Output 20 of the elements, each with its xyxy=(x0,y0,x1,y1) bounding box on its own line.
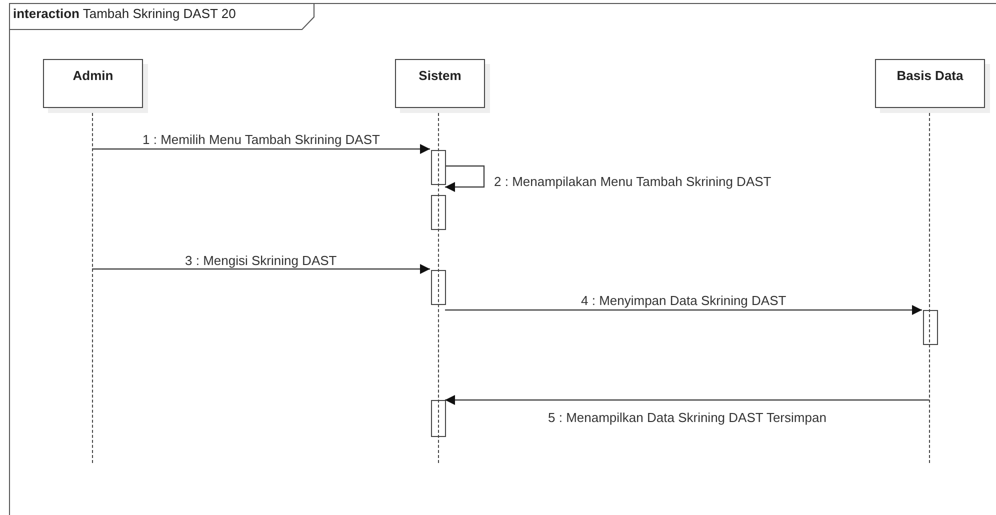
message-arrow xyxy=(445,395,929,405)
frame-title: interaction Tambah Skrining DAST 20 xyxy=(12,5,237,23)
message-label: 3 : Mengisi Skrining DAST xyxy=(183,252,339,268)
activation-bar xyxy=(431,195,446,230)
message-arrow xyxy=(445,165,485,192)
message-arrow xyxy=(92,264,430,274)
activation-bar xyxy=(431,270,446,305)
message-label: 2 : Menampilakan Menu Tambah Skrining DAST xyxy=(492,174,774,188)
activation-bar xyxy=(431,150,446,185)
message-label: 5 : Menampilkan Data Skrining DAST Tersimpan xyxy=(546,410,828,424)
message-label: 1 : Memilih Menu Tambah Skrining DAST xyxy=(140,132,382,146)
interaction-frame xyxy=(9,3,996,515)
message-arrow xyxy=(92,144,430,154)
lifeline-name: Admin xyxy=(72,68,114,83)
activation-bar xyxy=(923,310,938,345)
lifeline-name: Sistem xyxy=(418,68,462,83)
message-arrow xyxy=(445,305,922,315)
lifeline-name: Basis Data xyxy=(896,68,964,83)
activation-bar xyxy=(431,400,446,437)
message-label: 4 : Menyimpan Data Skrining DAST xyxy=(579,292,788,308)
